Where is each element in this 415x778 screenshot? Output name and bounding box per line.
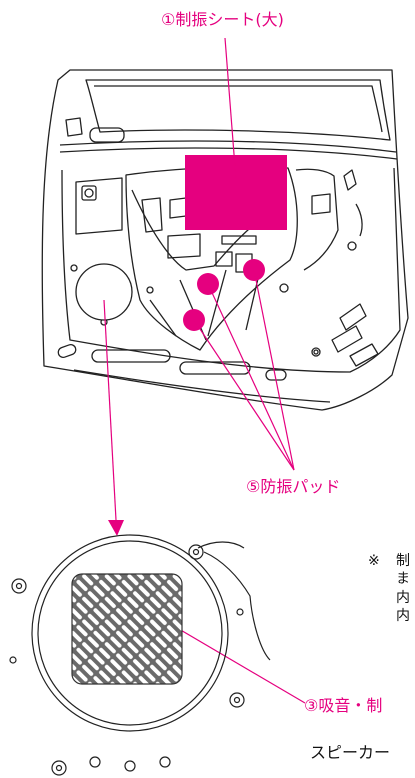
sound-absorbing-pad xyxy=(71,573,183,685)
door-panel-outline xyxy=(41,69,409,411)
label-damping-sheet-large: ①制振シート(大) xyxy=(161,10,284,29)
speaker-hole xyxy=(75,263,133,321)
note-mark: ※ xyxy=(368,553,380,569)
label-speaker-caption: スピーカー xyxy=(310,743,391,762)
note-line: 内 xyxy=(396,608,410,624)
damping-sheet-large xyxy=(185,155,287,230)
label-sound-absorbing: ③吸音・制 xyxy=(304,696,383,715)
label-anti-vibration-pad: ⑤防振パッド xyxy=(246,477,341,496)
speaker-closeup xyxy=(9,534,271,776)
note-line: 内 xyxy=(396,590,410,606)
note-line: 制 xyxy=(396,553,410,569)
note-line: ま xyxy=(396,571,410,587)
arrow-head xyxy=(108,520,124,536)
